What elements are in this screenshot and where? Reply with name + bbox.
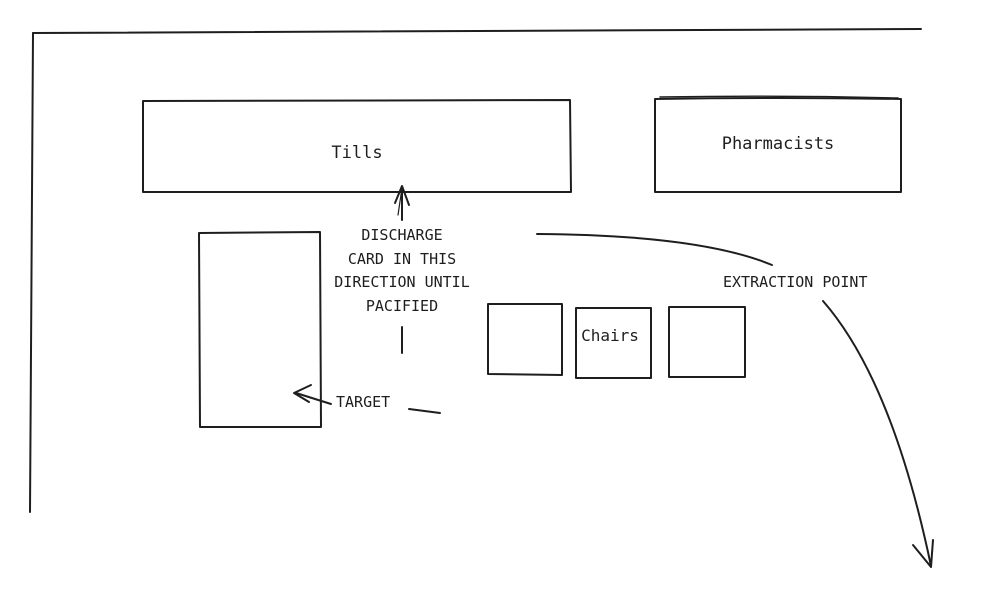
- extraction-route-arrow: [536, 233, 934, 568]
- room-wall-top: [32, 28, 922, 34]
- target-box: [198, 231, 322, 428]
- chair-box-left: [487, 303, 563, 376]
- pharmacists-box: [654, 95, 902, 193]
- chairs-label: Chairs: [581, 326, 639, 345]
- tills-box: [142, 99, 572, 193]
- room-wall-left: [29, 32, 34, 513]
- discharge-note-line: PACIFIED: [365, 296, 439, 315]
- discharge-note-line: DIRECTION UNTIL: [334, 273, 470, 291]
- chair-box-middle: [575, 307, 652, 379]
- discharge-note-line: CARD IN THIS: [347, 249, 457, 268]
- tills-label: Tills: [331, 143, 383, 163]
- discharge-note-line: DISCHARGE: [361, 226, 443, 244]
- pharmacists-label: Pharmacists: [721, 134, 835, 154]
- target-label: TARGET: [336, 393, 391, 411]
- discharge-instruction-note: DISCHARGE CARD IN THIS DIRECTION UNTIL P…: [318, 224, 486, 318]
- chair-box-right: [668, 306, 746, 378]
- extraction-point-label: EXTRACTION POINT: [723, 273, 868, 291]
- discharge-direction-arrow: [394, 185, 410, 354]
- target-arrow: [293, 384, 441, 414]
